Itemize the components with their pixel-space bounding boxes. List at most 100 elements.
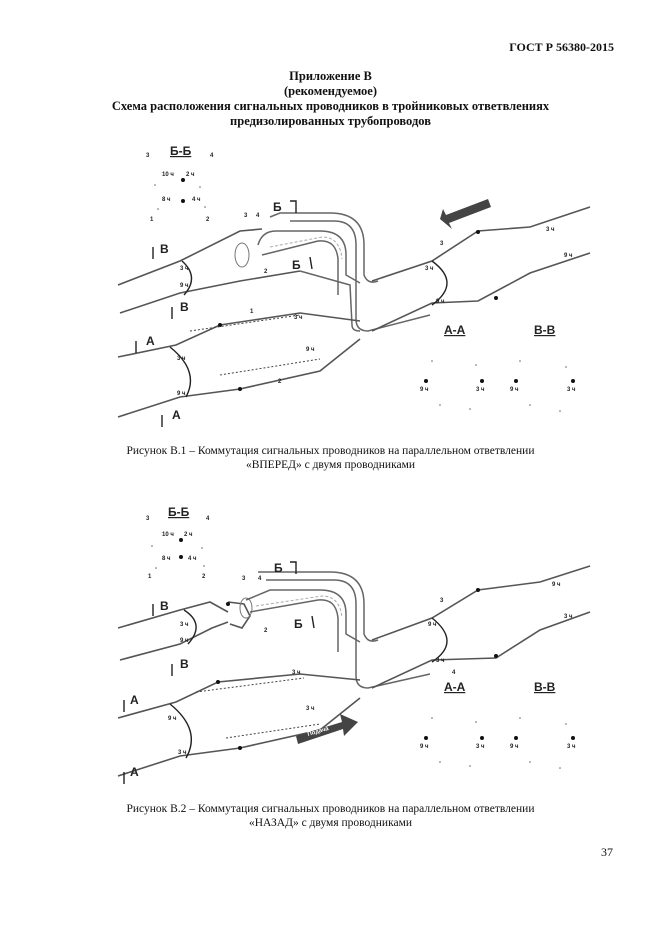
svg-text:3: 3 (242, 576, 246, 582)
svg-text:2: 2 (264, 269, 268, 275)
svg-text:10 ч: 10 ч (162, 532, 174, 538)
svg-text:3 ч: 3 ч (294, 315, 303, 321)
figure-1-diagram: Б-Б 3 4 10 ч 2 ч 8 ч 4 ч 1 2 Подача (117, 144, 591, 427)
section-vv-label: В-В (534, 680, 556, 694)
svg-text:9 ч: 9 ч (436, 299, 445, 305)
svg-text:9 ч: 9 ч (420, 744, 429, 750)
figure-1-caption-line1: Рисунок В.1 – Коммутация сигнальных пров… (126, 445, 535, 457)
svg-text:А: А (130, 765, 139, 779)
mark-v-top: В (160, 242, 169, 256)
svg-text:3 ч: 3 ч (546, 227, 555, 233)
svg-text:В: В (180, 657, 189, 671)
right-pipeline (371, 565, 591, 689)
svg-text:3 ч: 3 ч (564, 614, 573, 620)
supply-arrow: Подача (296, 714, 358, 744)
supply-label: Подача (307, 726, 330, 738)
svg-text:Б: Б (294, 617, 303, 631)
svg-text:9 ч: 9 ч (564, 253, 573, 259)
page-number: 37 (601, 845, 613, 859)
svg-text:4 ч: 4 ч (188, 556, 197, 562)
svg-text:3 ч: 3 ч (425, 266, 434, 272)
svg-text:3 ч: 3 ч (436, 658, 445, 664)
svg-text:3 ч: 3 ч (292, 670, 301, 676)
svg-text:3: 3 (440, 241, 444, 247)
bb-number-1: 1 (150, 217, 154, 223)
svg-text:Б: Б (274, 561, 283, 575)
svg-text:3 ч: 3 ч (476, 744, 485, 750)
svg-text:9 ч: 9 ч (177, 391, 186, 397)
clock-positions: 3 ч 9 ч 3 ч 3 ч 9 ч 3 ч 9 ч 3 ч 9 ч 3 ч … (168, 576, 573, 756)
mark-a-top: А (146, 334, 155, 348)
right-pipeline (371, 206, 591, 332)
svg-text:1: 1 (148, 574, 152, 580)
section-marks: Б Б В В А А (123, 561, 315, 784)
svg-text:8 ч: 8 ч (162, 556, 171, 562)
bb-number-2: 2 (206, 217, 210, 223)
mark-v-bottom: В (180, 300, 189, 314)
svg-text:3 ч: 3 ч (177, 356, 186, 362)
svg-text:4: 4 (258, 576, 262, 582)
section-aa-label: А-А (444, 323, 466, 337)
upper-pipeline (117, 597, 253, 661)
standard-number: ГОСТ Р 56380-2015 (509, 40, 614, 54)
bb-clock-8: 8 ч (162, 197, 171, 203)
figure-2-diagram: Б-Б 3 4 10 ч 2 ч 8 ч 4 ч 1 2 (117, 505, 591, 784)
bb-clock-2: 2 ч (186, 172, 195, 178)
bb-number-4: 4 (210, 153, 214, 159)
appendix-heading-line2: предизолированных трубопроводов (230, 114, 431, 128)
branch-tubes (257, 212, 431, 332)
mark-b-bottom: Б (292, 258, 301, 272)
figure-2-caption-line1: Рисунок В.2 – Коммутация сигнальных пров… (126, 803, 535, 815)
svg-text:9 ч: 9 ч (180, 638, 189, 644)
svg-text:2: 2 (264, 628, 268, 634)
svg-text:А: А (130, 693, 139, 707)
section-bb-label: Б-Б (170, 144, 192, 158)
svg-text:4: 4 (452, 670, 456, 676)
lower-pipeline (117, 673, 361, 777)
supply-arrow: Подача (440, 196, 491, 229)
mark-b-top: Б (273, 200, 282, 214)
svg-text:4: 4 (206, 516, 210, 522)
svg-text:9 ч: 9 ч (168, 716, 177, 722)
section-vv-label: В-В (534, 323, 556, 337)
svg-text:2: 2 (202, 574, 206, 580)
bb-number-3: 3 (146, 153, 150, 159)
svg-text:3: 3 (146, 516, 150, 522)
upper-pipeline (117, 228, 301, 314)
svg-text:3 ч: 3 ч (306, 706, 315, 712)
section-bb-label: Б-Б (168, 505, 190, 519)
section-marks: Б Б В В А А (135, 200, 313, 427)
section-bb-detail: Б-Б 3 4 10 ч 2 ч 8 ч 4 ч 1 2 (146, 144, 214, 223)
section-bb-detail: Б-Б 3 4 10 ч 2 ч 8 ч 4 ч 1 2 (146, 505, 210, 580)
svg-text:3 ч: 3 ч (180, 622, 189, 628)
branch-tubes (245, 571, 431, 689)
appendix-heading-line1: Схема расположения сигнальных проводнико… (111, 99, 550, 113)
svg-text:3: 3 (440, 598, 444, 604)
figure-2-caption-line2: «НАЗАД» с двумя проводниками (248, 817, 413, 829)
bb-clock-4: 4 ч (192, 197, 201, 203)
svg-text:3: 3 (244, 213, 248, 219)
lower-pipeline (117, 312, 361, 418)
svg-text:3 ч: 3 ч (567, 387, 576, 393)
figure-1-caption-line2: «ВПЕРЕД» с двумя проводниками (245, 459, 416, 471)
section-aa-vv-detail: А-А В-В 9 ч 3 ч 9 ч 3 ч (420, 680, 576, 769)
svg-text:3 ч: 3 ч (180, 266, 189, 272)
clock-positions: 3 ч 9 ч 3 ч 9 ч 3 ч 9 ч 3 ч 9 ч 3 ч 9 ч … (177, 213, 573, 397)
svg-text:9 ч: 9 ч (552, 582, 561, 588)
svg-text:9 ч: 9 ч (510, 744, 519, 750)
svg-text:9 ч: 9 ч (428, 622, 437, 628)
svg-text:3 ч: 3 ч (476, 387, 485, 393)
svg-text:1: 1 (250, 309, 254, 315)
svg-text:9 ч: 9 ч (306, 347, 315, 353)
svg-text:9 ч: 9 ч (180, 283, 189, 289)
svg-text:2 ч: 2 ч (184, 532, 193, 538)
bb-wire-dot-bottom (181, 199, 185, 203)
mark-a-bottom: А (172, 408, 181, 422)
svg-text:2: 2 (278, 379, 282, 385)
svg-text:4: 4 (256, 213, 260, 219)
svg-text:3 ч: 3 ч (567, 744, 576, 750)
appendix-title: Приложение В (289, 69, 372, 83)
bb-wire-dot-top (181, 178, 185, 182)
bb-clock-10: 10 ч (162, 172, 174, 178)
section-aa-label: А-А (444, 680, 466, 694)
